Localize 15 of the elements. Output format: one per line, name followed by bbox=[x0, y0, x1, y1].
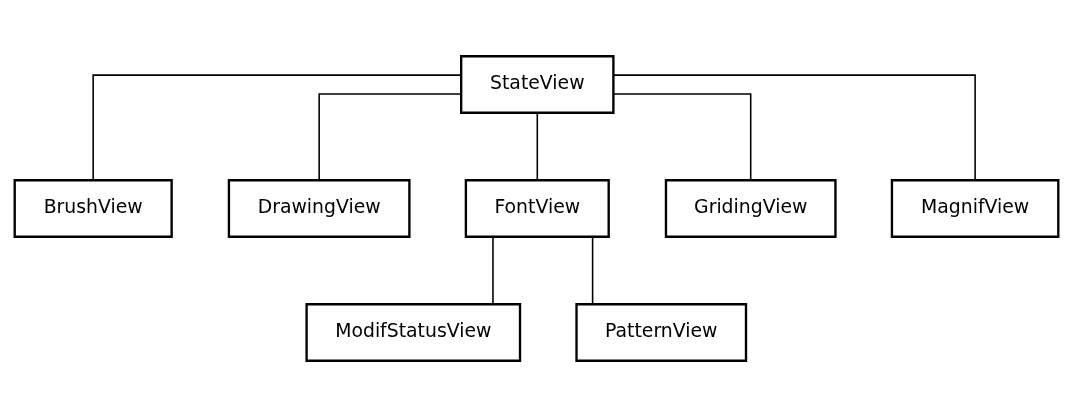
node-box: BrushView bbox=[13, 178, 173, 238]
connector bbox=[318, 92, 462, 181]
connector bbox=[612, 92, 752, 181]
connector bbox=[591, 235, 594, 305]
node-box: StateView bbox=[460, 54, 615, 114]
connector bbox=[536, 112, 539, 181]
node-box: MagnifView bbox=[890, 178, 1060, 238]
connector bbox=[92, 73, 462, 181]
node-box: ModifStatusView bbox=[305, 302, 522, 362]
node-box: FontView bbox=[464, 178, 610, 238]
connector bbox=[492, 235, 494, 305]
node-box: DrawingView bbox=[227, 178, 411, 238]
connector bbox=[612, 73, 976, 181]
node-box: PatternView bbox=[575, 302, 748, 362]
node-box: GridingView bbox=[664, 178, 837, 238]
